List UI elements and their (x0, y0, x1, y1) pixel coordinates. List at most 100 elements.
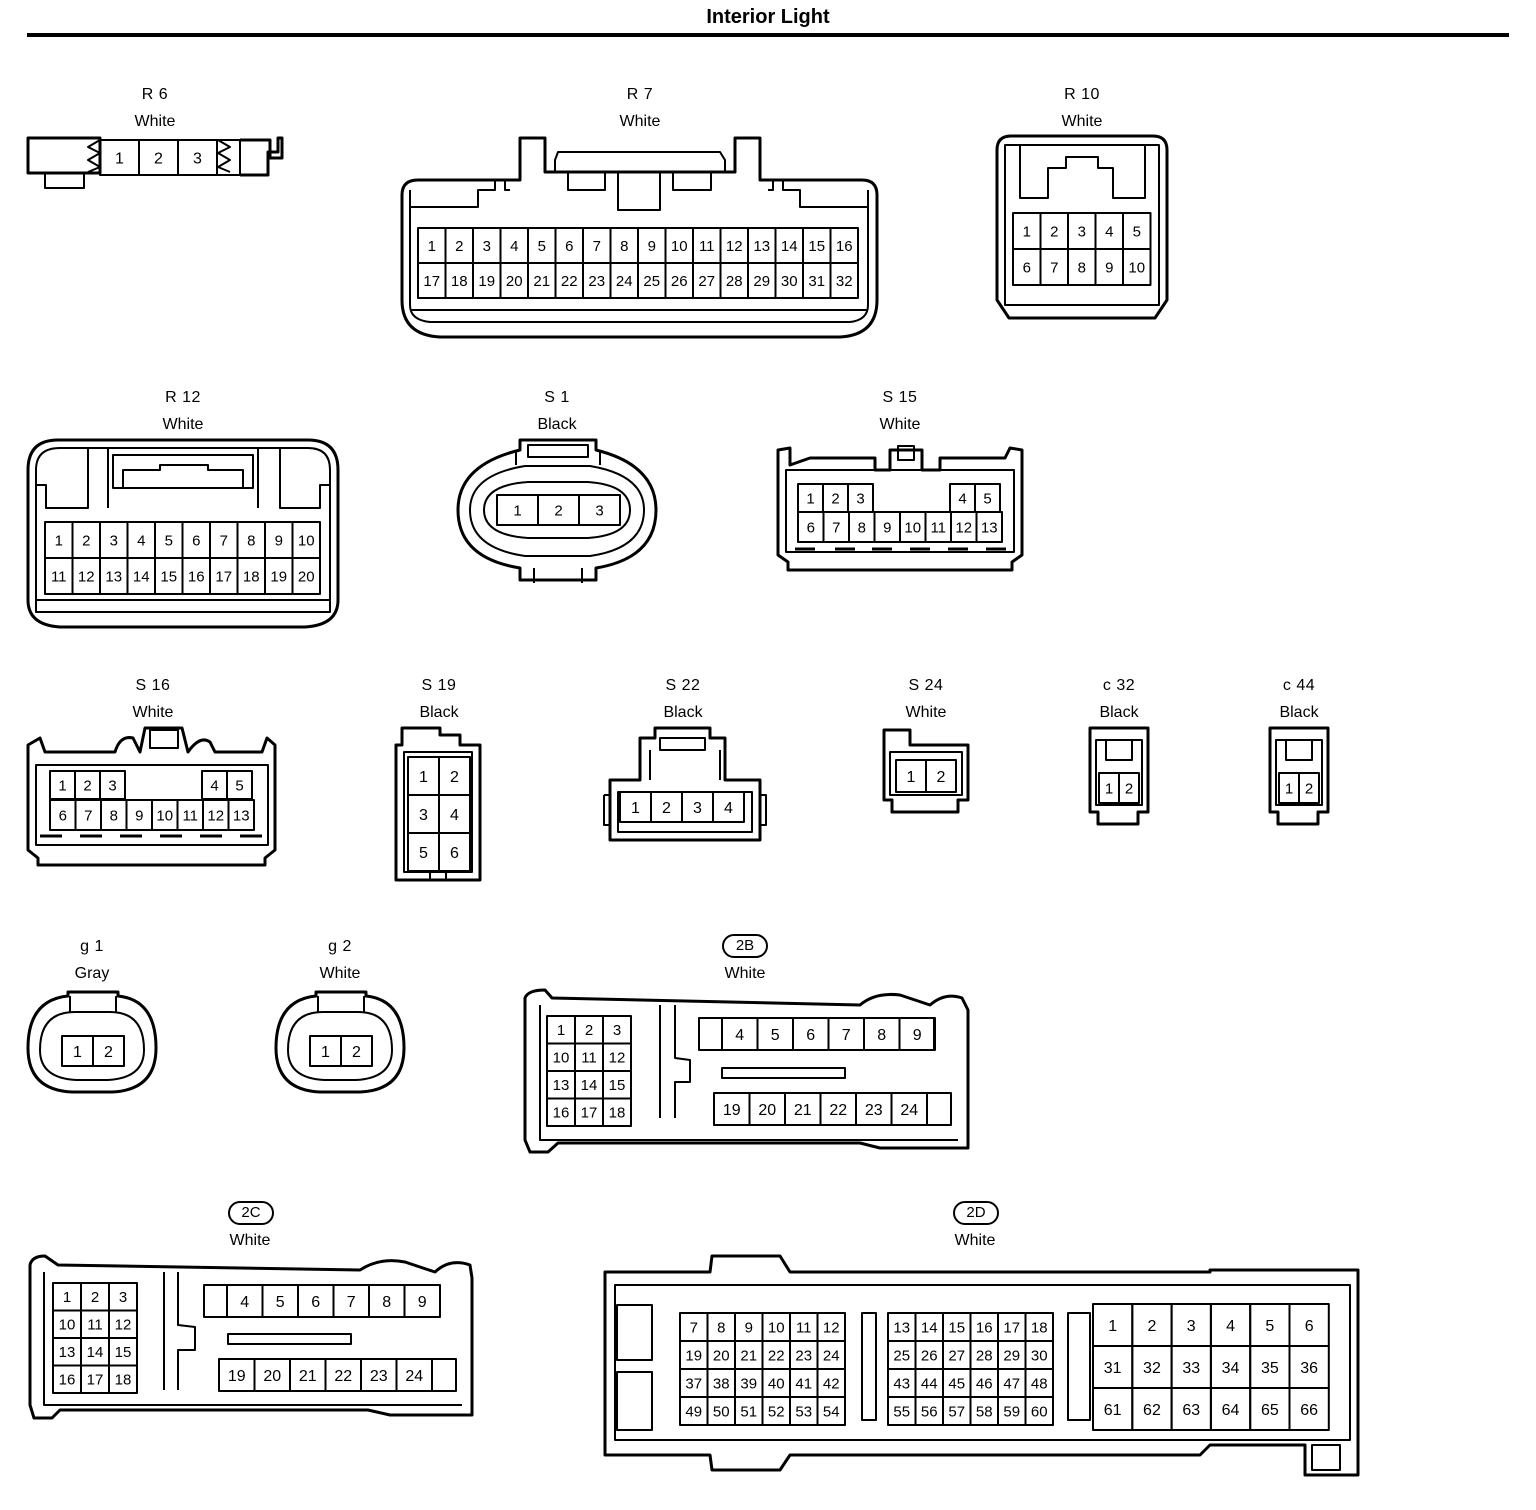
connector-c44-color: Black (1279, 704, 1319, 721)
r7-pin-29: 29 (753, 273, 770, 290)
2d-pin-44: 44 (921, 1375, 938, 1392)
r7-pin-19: 19 (478, 273, 495, 290)
s19-pin-6-cell (438, 832, 471, 872)
2c-pin-3: 3 (119, 1289, 127, 1306)
r12-pin-1: 1 (55, 532, 63, 549)
r7-pin-14: 14 (781, 238, 798, 255)
g2-pin-2: 2 (352, 1044, 361, 1061)
tag-pin-1: 1 (806, 490, 814, 507)
2d-pin-6: 6 (1305, 1318, 1314, 1335)
connector-s24-body (882, 728, 970, 814)
connector-s22-id: S 22 (665, 677, 701, 694)
2c-pin-15: 15 (115, 1344, 132, 1361)
2d-pin-35: 35 (1261, 1360, 1279, 1377)
r6-pin-2: 2 (154, 150, 163, 167)
2c-pin-19: 19 (228, 1368, 246, 1385)
r7-pin-32-cell (829, 262, 859, 299)
connector-2c-body (28, 1254, 474, 1420)
2b-pin-23: 23 (865, 1102, 883, 1119)
r12-pin-18: 18 (243, 568, 260, 585)
2d-pin-62: 62 (1143, 1402, 1161, 1419)
s16-pin-13: 13 (233, 807, 250, 824)
s15-pin-12: 12 (955, 519, 972, 536)
2c-pin-6: 6 (311, 1294, 320, 1311)
s16-pin-3: 3 (108, 777, 116, 794)
2b-pin-5: 5 (771, 1027, 780, 1044)
2d-pin-27: 27 (948, 1347, 965, 1364)
2b-pin-7: 7 (842, 1027, 851, 1044)
connector-g2-body (274, 990, 406, 1094)
2c-blank-cell (203, 1284, 228, 1318)
r7-pin-16: 16 (836, 238, 853, 255)
r10-pin-4: 4 (1105, 223, 1113, 240)
2d-pin-24: 24 (823, 1347, 840, 1364)
g2-pin-1: 1 (321, 1044, 330, 1061)
r7-pin-9: 9 (648, 238, 656, 255)
connector-g1-body (26, 990, 158, 1094)
2c-pin-14: 14 (87, 1344, 104, 1361)
r12-pin-6: 6 (192, 532, 200, 549)
2d-pin-32: 32 (1143, 1360, 1161, 1377)
r12-pin-17: 17 (215, 568, 232, 585)
r12-pin-12: 12 (78, 568, 95, 585)
s1-pin-3: 3 (595, 502, 603, 519)
2d-pin-61: 61 (1104, 1402, 1122, 1419)
s15-pin-6: 6 (807, 519, 815, 536)
2d-pin-57: 57 (948, 1403, 965, 1420)
connector-s22-body (603, 726, 767, 842)
s24-pin-2-cell (925, 759, 957, 793)
r12-pin-5: 5 (165, 532, 173, 549)
r7-pin-12: 12 (726, 238, 743, 255)
2d-pin-60: 60 (1031, 1403, 1048, 1420)
r7-pin-17: 17 (423, 273, 440, 290)
2d-pin-16: 16 (976, 1319, 993, 1336)
connector-s19-id: S 19 (421, 677, 457, 694)
r10-pin-9: 9 (1105, 259, 1113, 276)
r6-pin-3-cell (177, 139, 218, 176)
2d-pin-43: 43 (893, 1375, 910, 1392)
r10-pin-5: 5 (1133, 223, 1141, 240)
connector-2b-id-badge: 2B (722, 934, 768, 958)
2c-pin-18: 18 (115, 1372, 132, 1389)
2c-pin-2: 2 (91, 1289, 99, 1306)
s22-pin-3: 3 (693, 800, 702, 817)
connector-s1-color: Black (537, 416, 577, 433)
2d-pin-23: 23 (795, 1347, 812, 1364)
2d-pin-20: 20 (713, 1347, 730, 1364)
2b-pin-6: 6 (806, 1027, 815, 1044)
2c-pin-18-cell (108, 1364, 138, 1394)
connector-s24-id: S 24 (908, 677, 944, 694)
s22-pin-1: 1 (631, 800, 640, 817)
2d-pin-54-cell (816, 1396, 846, 1426)
r7-pin-31: 31 (808, 273, 825, 290)
r12-pin-14: 14 (133, 568, 150, 585)
2d-pin-28: 28 (976, 1347, 993, 1364)
s16-pin-7: 7 (84, 807, 92, 824)
connector-r12-color: White (162, 416, 204, 433)
2d-pin-66-cell (1288, 1387, 1330, 1431)
s22-pin-2: 2 (662, 800, 671, 817)
2d-pin-56: 56 (921, 1403, 938, 1420)
2d-pin-11: 11 (796, 1319, 812, 1336)
2b-pin-22: 22 (829, 1102, 847, 1119)
s15-pin-13: 13 (981, 519, 998, 536)
g1-pin-2: 2 (104, 1044, 113, 1061)
2c-pin-13: 13 (59, 1344, 76, 1361)
s1-pin-1: 1 (513, 502, 521, 519)
2b-pin-4: 4 (735, 1027, 744, 1044)
2d-pin-52: 52 (768, 1403, 785, 1420)
2b-pin-10: 10 (553, 1050, 570, 1067)
2b-pin-20: 20 (758, 1102, 776, 1119)
r12-pin-13: 13 (105, 568, 122, 585)
r12-pin-16: 16 (188, 568, 205, 585)
s19-pin-3: 3 (419, 807, 428, 824)
2d-pin-38: 38 (713, 1375, 730, 1392)
2c-pin-23: 23 (370, 1368, 388, 1385)
c44-pin-2: 2 (1305, 780, 1313, 797)
connector-s24-color: White (905, 704, 947, 721)
2c-pin-22: 22 (334, 1368, 352, 1385)
connector-2b-color: White (724, 965, 766, 982)
2d-pin-5: 5 (1265, 1318, 1274, 1335)
s24-pin-2: 2 (937, 769, 946, 786)
